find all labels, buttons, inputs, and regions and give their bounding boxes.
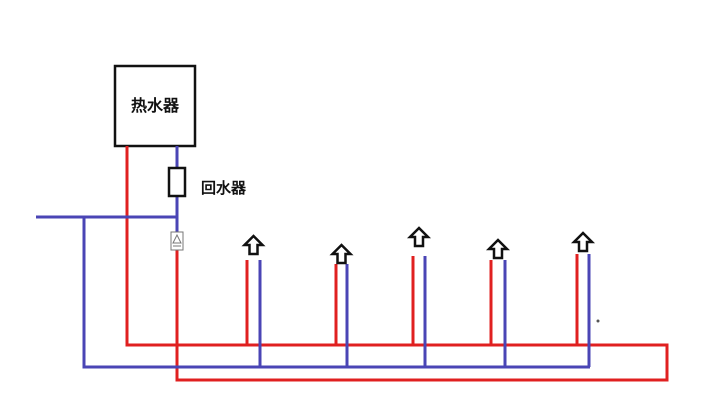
water-heater-box: [113, 64, 197, 148]
outlet-5: [570, 231, 596, 367]
recirculator: 回水器: [167, 166, 247, 198]
water-heater: 热水器: [113, 64, 197, 148]
check-valve: [170, 231, 184, 251]
hot-main-loop: [125, 146, 669, 382]
outlet-arrow-icon: [406, 226, 432, 248]
outlet-1: [241, 234, 266, 367]
outlet-arrow-icon: [570, 231, 596, 253]
check-valve-arrow-icon: [172, 233, 182, 244]
outlets: [241, 226, 596, 367]
water-heater-label: 热水器: [131, 96, 180, 115]
cold-return-loop: [82, 217, 590, 369]
outlet-4: [485, 238, 511, 367]
outlet-arrow-icon: [329, 243, 354, 265]
outlet-arrow-icon: [241, 234, 266, 256]
stray-mark: [596, 319, 600, 323]
outlet-arrow-icon: [485, 238, 511, 260]
outlet-2: [329, 243, 354, 367]
outlet-3: [406, 226, 432, 367]
hot-water-pipes: [125, 146, 669, 382]
recirculator-body: [167, 166, 187, 198]
cold-water-pipes: [36, 146, 590, 369]
recirculator-label: 回水器: [201, 179, 247, 197]
